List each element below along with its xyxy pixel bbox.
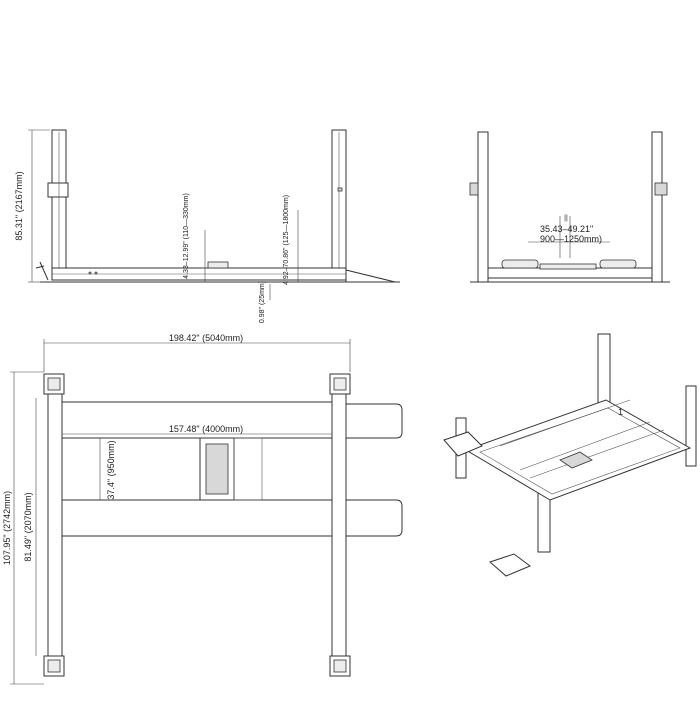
side-runway-right [599,259,637,269]
persp-jack [559,451,593,469]
side-left-bracket [469,182,479,196]
persp-ramp-left [443,431,483,457]
top-beam-left [47,393,63,657]
front-jack-block [207,261,229,269]
top-ramp-upper [345,403,403,439]
persp-ramp-right [489,553,531,577]
lift-height-label: 4.92–70.86" (125—1800mm) [283,195,290,285]
side-runway-left [501,259,539,269]
side-crossbeam [487,267,653,279]
top-runway-upper [61,401,333,439]
top-runway-lower [61,499,333,537]
front-left-bracket [47,182,69,198]
runway-spacing-mm: 900—1250mm) [540,234,602,244]
overall-width-label: 107.95" (2742mm) [2,491,12,565]
side-right-bracket [654,182,668,196]
side-view: || 35.43–49.21" 900—1250mm) [469,131,670,283]
runway-spacing-inch: 35.43–49.21" [540,224,593,234]
top-view: 198.42" (5040mm) 107.95" (2742mm) 81.49"… [2,333,403,685]
side-jack [539,263,597,270]
plate-thickness-label: 0.98" (25mm) [259,281,266,323]
persp-post-far-right [685,385,697,467]
persp-callout: 1 [618,407,623,417]
persp-platform [464,399,692,501]
side-left-column [477,131,489,283]
spacing-small-mark: || [564,215,568,222]
side-right-column [651,131,663,283]
front-ramp [345,269,396,283]
runway-height-label: 4.33–12.99" (110—330mm) [183,193,190,279]
top-ramp-lower [345,499,403,537]
front-view: 85.31" (2167mm) 4.33–12.99" (110—330mm) … [14,129,400,323]
inside-width-label: 81.49" (2070mm) [23,492,33,561]
total-height-label: 85.31" (2167mm) [14,171,24,240]
inner-width-label: 37.4" (950mm) [106,440,116,499]
column-spacing-label: 157.48" (4000mm) [169,424,243,434]
overall-length-label: 198.42" (5040mm) [169,333,243,343]
top-beam-right [331,393,347,657]
perspective-view: 1 [443,333,697,577]
